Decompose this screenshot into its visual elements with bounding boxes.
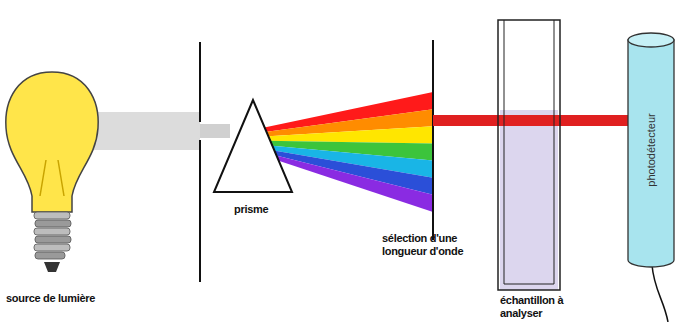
spectrum: [262, 92, 433, 212]
selection-screen: [432, 40, 434, 240]
narrow-beam: [200, 124, 230, 138]
cuvette-wall: [504, 284, 554, 285]
bulb-glass: [6, 72, 98, 212]
filament: [40, 160, 64, 196]
detector-cable: [652, 265, 668, 322]
spectrum-band: [268, 149, 433, 194]
photodetector-cylinder: photodétecteur: [627, 32, 675, 268]
socket-thread: [34, 212, 70, 219]
bulb-socket: [34, 212, 71, 259]
slit: [199, 42, 201, 122]
part-label: source de lumière: [6, 292, 95, 305]
socket-thread: [35, 252, 65, 259]
sample-liquid: [500, 110, 558, 290]
part-label: sélection d'une longueur d'onde: [382, 232, 502, 258]
socket-thread: [35, 220, 71, 227]
cuvette-wall: [504, 20, 505, 284]
socket-thread: [34, 244, 70, 251]
socket-thread: [35, 236, 71, 243]
red-beam: [433, 115, 638, 126]
socket-thread: [34, 228, 70, 235]
spectrum-band: [269, 154, 433, 212]
part-label: échantillon à analyser: [500, 294, 600, 320]
cuvette: [498, 20, 560, 290]
slit: [199, 140, 201, 282]
cuvette-wall: [554, 20, 555, 284]
prism: [214, 100, 292, 192]
detector-label: photodétecteur: [645, 113, 657, 186]
spectrum-band: [264, 126, 433, 143]
bulb-tip: [44, 262, 60, 272]
part-label: prisme: [234, 203, 268, 216]
